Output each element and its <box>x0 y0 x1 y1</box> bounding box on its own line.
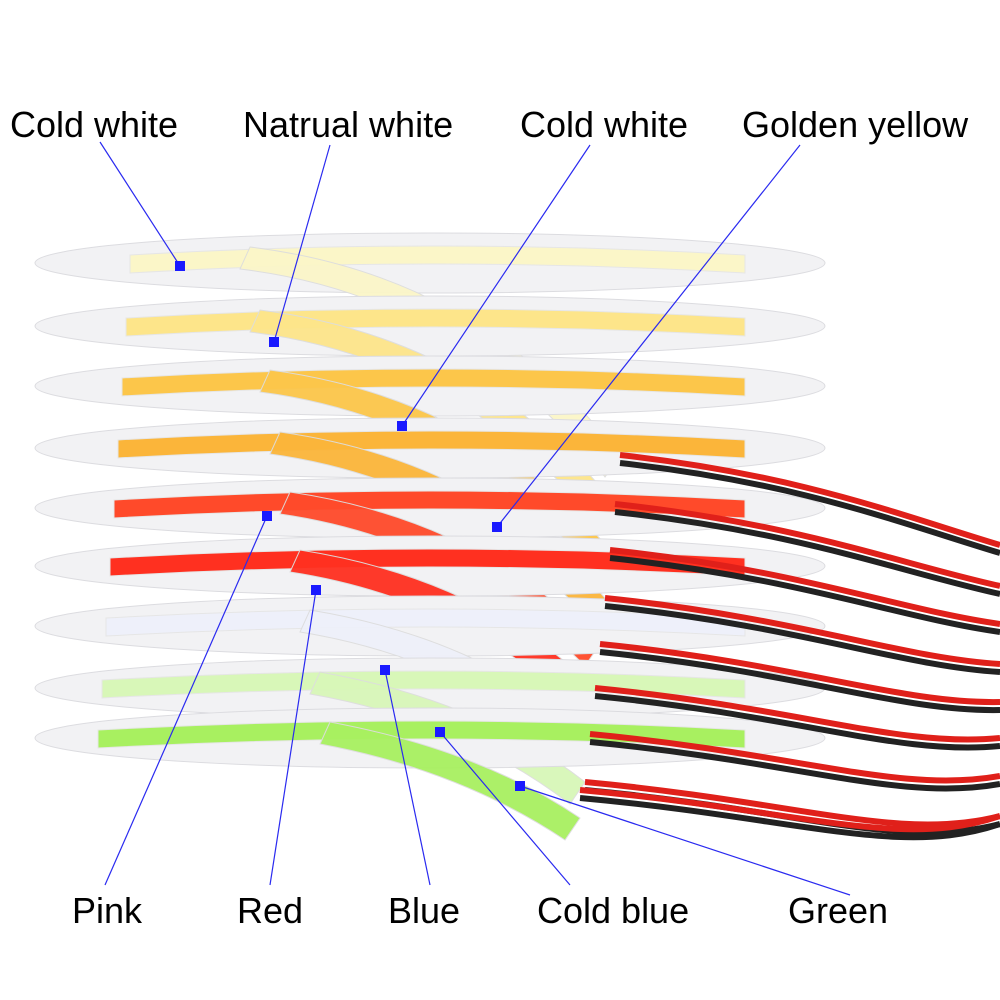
marker-dot <box>380 665 390 675</box>
label-cold-white-2: Cold white <box>520 104 689 145</box>
led-strip <box>105 608 746 637</box>
red-wire <box>604 595 1000 667</box>
black-wire <box>604 603 1000 675</box>
leader-line <box>496 144 801 528</box>
leader-line <box>384 669 431 886</box>
marker-dot <box>175 261 185 271</box>
leader-line <box>401 144 591 427</box>
led-strip-loose-end <box>319 721 581 841</box>
label-green: Green <box>788 890 889 931</box>
red-wire <box>589 731 1000 784</box>
label-golden-yellow: Golden yellow <box>742 104 969 145</box>
red-wire <box>609 547 1000 627</box>
black-wire <box>614 509 1000 597</box>
marker-dot <box>515 781 525 791</box>
label-red: Red <box>237 890 304 931</box>
marker-dot <box>435 727 445 737</box>
black-wire <box>599 649 1000 714</box>
marker-dot <box>311 585 321 595</box>
leader-line <box>519 785 851 896</box>
label-cold-white-1: Cold white <box>10 104 179 145</box>
black-wire <box>594 693 1000 751</box>
label-cold-blue: Cold blue <box>537 890 690 931</box>
label-blue: Blue <box>388 890 461 931</box>
leader-line <box>99 141 181 267</box>
black-wire <box>589 739 1000 792</box>
leader-line <box>269 589 317 886</box>
leader-line <box>439 731 571 886</box>
red-wire <box>599 641 1000 706</box>
label-pink: Pink <box>72 890 143 931</box>
black-wire <box>609 555 1000 635</box>
black-wire <box>579 795 1000 841</box>
black-wire <box>619 460 1000 556</box>
red-wire <box>594 685 1000 743</box>
red-wire <box>619 452 1000 548</box>
marker-dot <box>492 522 502 532</box>
red-wire <box>614 501 1000 589</box>
marker-dot <box>262 511 272 521</box>
label-natural-white: Natrual white <box>243 104 454 145</box>
leader-line <box>104 515 268 886</box>
red-wire <box>579 787 1000 833</box>
leader-line <box>273 144 331 343</box>
led-strip <box>101 670 746 699</box>
marker-dot <box>397 421 407 431</box>
marker-dot <box>269 337 279 347</box>
